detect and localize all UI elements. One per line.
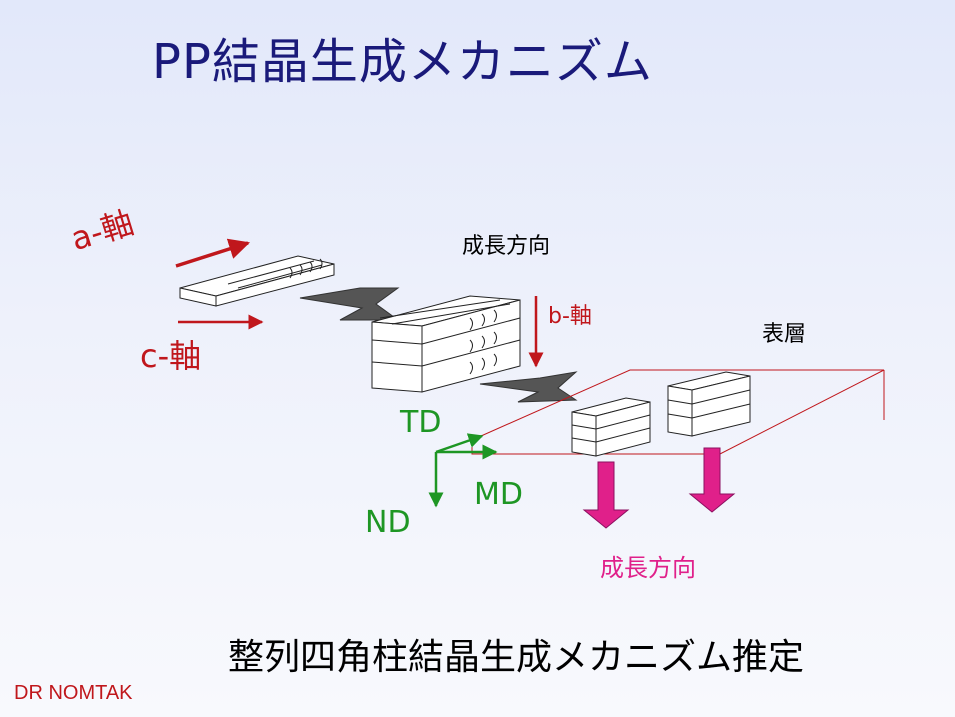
b-axis-label: b-軸 xyxy=(548,304,592,329)
surface-layer-label: 表層 xyxy=(762,322,807,347)
surface-crystal-block-2 xyxy=(667,371,751,437)
growth-arrow-1 xyxy=(582,461,630,529)
stacked-crystal-block xyxy=(371,295,521,393)
surface-crystal-block-1 xyxy=(571,397,651,457)
mechanism-subtitle: 整列四角柱結晶生成メカニズム推定 xyxy=(228,637,805,678)
single-crystal-slab xyxy=(179,255,335,307)
orientation-axes xyxy=(428,433,498,508)
a-axis-arrow xyxy=(175,238,251,268)
nd-label: ND xyxy=(365,505,411,540)
author-credit: DR NOMTAK xyxy=(14,682,133,704)
growth-arrow-2 xyxy=(688,447,736,513)
transition-arrow-1 xyxy=(299,287,400,321)
c-axis-label: c-軸 xyxy=(140,337,202,375)
growth-direction-label-bottom: 成長方向 xyxy=(600,554,696,582)
td-label: TD xyxy=(400,405,442,440)
md-label: MD xyxy=(474,477,523,512)
growth-direction-label-top: 成長方向 xyxy=(462,234,551,259)
transition-arrow-2 xyxy=(479,371,578,403)
page-title: PP結晶生成メカニズム xyxy=(152,34,653,90)
